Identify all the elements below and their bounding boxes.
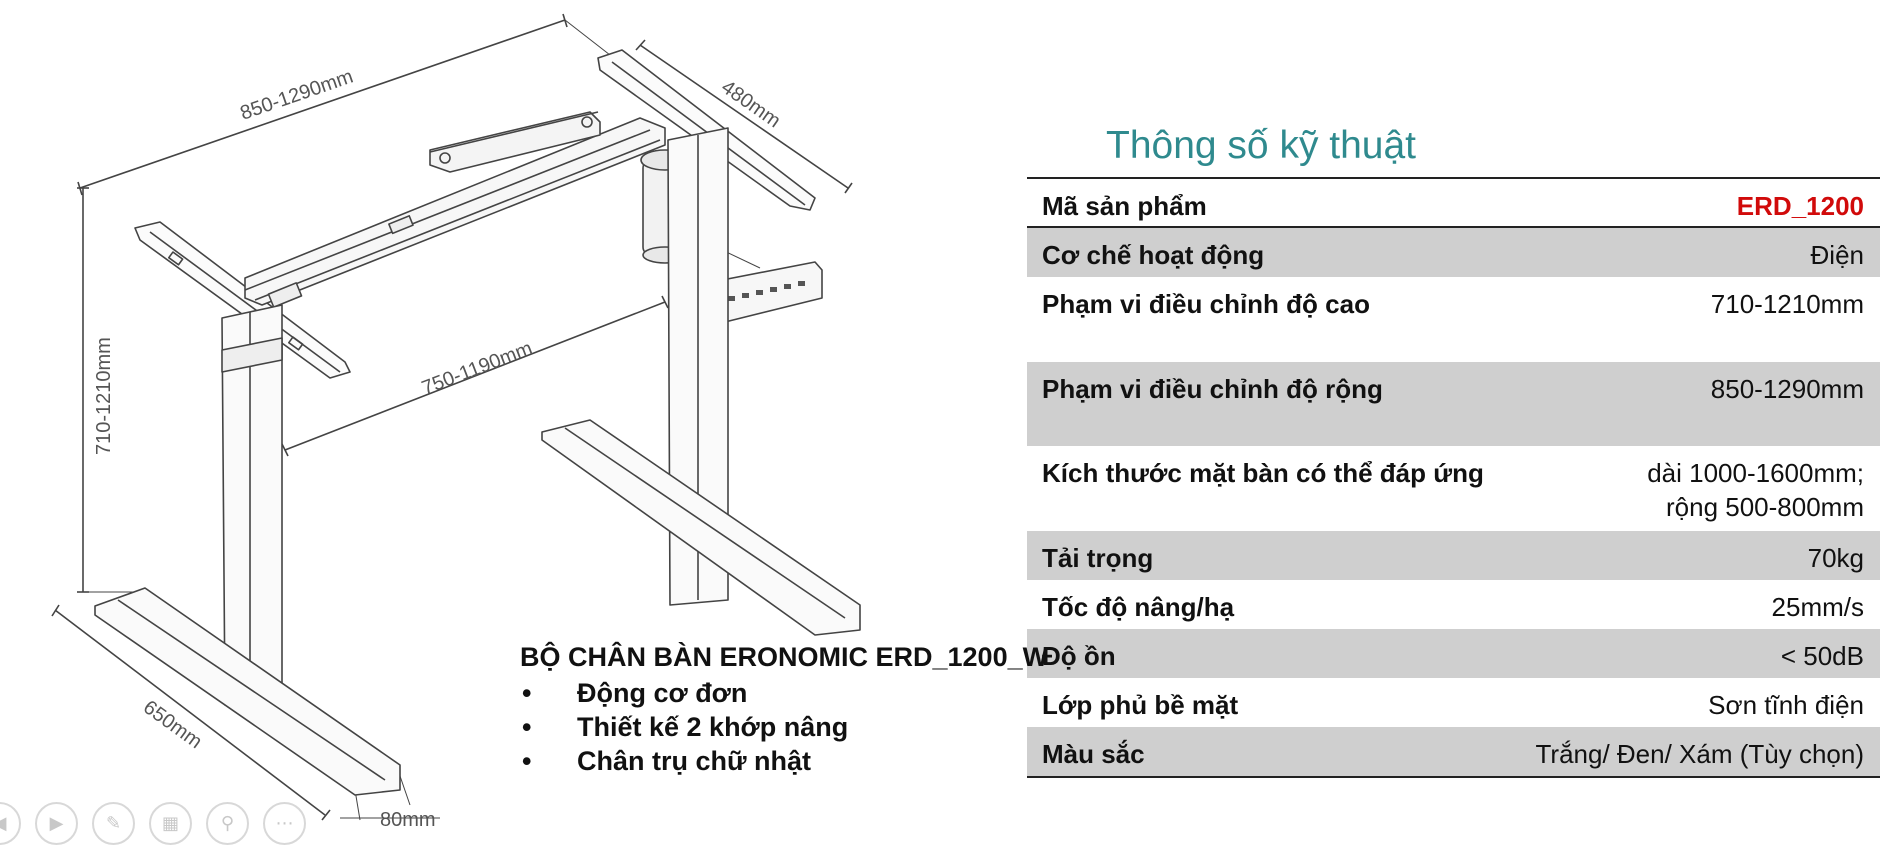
feature-text: Thiết kế 2 khớp nâng xyxy=(577,712,849,742)
spec-value: 70kg xyxy=(1807,543,1864,573)
feature-text: Chân trụ chữ nhật xyxy=(577,746,812,776)
spec-value: < 50dB xyxy=(1780,641,1864,671)
spec-value: 710-1210mm xyxy=(1710,289,1864,319)
bullet: • xyxy=(522,746,532,776)
spec-label: Mã sản phẩm xyxy=(1042,191,1207,221)
dim-line-depth xyxy=(639,44,849,189)
spec-label: Kích thước mặt bàn có thể đáp ứng xyxy=(1042,458,1484,488)
product-heading: BỘ CHÂN BÀN ERONOMIC ERD_1200_W xyxy=(520,642,1049,672)
label-foot-length: 650mm xyxy=(139,696,206,753)
page-title: Thông số kỹ thuật xyxy=(1106,124,1417,167)
bullet: • xyxy=(522,678,532,708)
label-height: 710-1210mm xyxy=(93,337,115,455)
dim-line-inner-width xyxy=(284,301,666,451)
slides-icon[interactable]: ▦ xyxy=(149,802,192,845)
spec-row: Cơ chế hoạt động Điện xyxy=(1027,228,1880,277)
product-description: BỘ CHÂN BÀN ERONOMIC ERD_1200_W • Động cơ… xyxy=(520,640,1048,778)
spec-row: Phạm vi điều chỉnh độ cao 710-1210mm xyxy=(1027,277,1880,362)
label-foot-width: 80mm xyxy=(380,809,436,831)
spec-value-line: rộng 500-800mm xyxy=(1666,492,1864,522)
spec-label: Màu sắc xyxy=(1042,739,1145,769)
spec-value: 850-1290mm xyxy=(1710,374,1864,404)
feature-item: • Chân trụ chữ nhật xyxy=(520,744,1048,778)
spec-value: dài 1000-1600mm; rộng 500-800mm xyxy=(1647,456,1864,524)
next-icon[interactable]: ▶ xyxy=(35,802,78,845)
right-foot xyxy=(541,419,861,636)
feature-list: • Động cơ đơn • Thiết kế 2 khớp nâng • Chân… xyxy=(520,676,1048,778)
spec-label: Tải trọng xyxy=(1042,543,1154,573)
spec-row: Độ ồn < 50dB xyxy=(1027,629,1880,678)
feature-item: • Thiết kế 2 khớp nâng xyxy=(520,710,1048,744)
spec-table: Mã sản phẩm ERD_1200 Cơ chế hoạt động Đi… xyxy=(1027,177,1880,778)
spec-label: Độ ồn xyxy=(1042,641,1116,671)
spec-row: Tải trọng 70kg xyxy=(1027,531,1880,580)
label-inner-width: 750-1190mm xyxy=(419,337,536,399)
spec-label: Phạm vi điều chỉnh độ cao xyxy=(1042,289,1370,319)
bullet: • xyxy=(522,712,532,742)
dim-line-width xyxy=(79,19,566,189)
spec-row: Tốc độ nâng/hạ 25mm/s xyxy=(1027,580,1880,629)
spec-value-line: dài 1000-1600mm; xyxy=(1647,458,1864,488)
pen-icon[interactable]: ✎ xyxy=(92,802,135,845)
dim-line-foot-length xyxy=(54,609,326,816)
control-box xyxy=(429,111,601,173)
right-top-bracket xyxy=(597,49,816,211)
spec-label: Tốc độ nâng/hạ xyxy=(1042,592,1235,622)
left-foot xyxy=(94,587,401,796)
spec-value: Trắng/ Đen/ Xám (Tùy chọn) xyxy=(1535,739,1865,769)
spec-value: Sơn tĩnh điện xyxy=(1708,690,1864,720)
spec-row: Phạm vi điều chỉnh độ rộng 850-1290mm xyxy=(1027,362,1880,446)
spec-row-product-code: Mã sản phẩm ERD_1200 xyxy=(1027,179,1880,228)
feature-text: Động cơ đơn xyxy=(577,678,748,708)
more-icon[interactable]: ⋯ xyxy=(263,802,306,845)
feature-item: • Động cơ đơn xyxy=(520,676,1048,710)
spec-label: Lớp phủ bề mặt xyxy=(1042,690,1239,720)
spec-value-product-code: ERD_1200 xyxy=(1736,191,1864,221)
desk-frame-drawing: 850-1290mm 480mm 710-1210mm 750-1190mm 6… xyxy=(51,13,861,831)
prev-icon[interactable]: ◀ xyxy=(0,802,21,845)
slideshow-controls: ◀ ▶ ✎ ▦ ⚲ ⋯ xyxy=(0,802,306,845)
spec-label: Cơ chế hoạt động xyxy=(1042,240,1265,270)
label-width: 850-1290mm xyxy=(237,66,356,125)
spec-row: Lớp phủ bề mặt Sơn tĩnh điện xyxy=(1027,678,1880,727)
zoom-icon[interactable]: ⚲ xyxy=(206,802,249,845)
spec-value: 25mm/s xyxy=(1771,592,1864,622)
spec-row: Kích thước mặt bàn có thể đáp ứng dài 10… xyxy=(1027,446,1880,531)
spec-value: Điện xyxy=(1810,240,1864,270)
spec-label: Phạm vi điều chỉnh độ rộng xyxy=(1042,374,1383,404)
spec-row: Màu sắc Trắng/ Đen/ Xám (Tùy chọn) xyxy=(1027,727,1880,776)
